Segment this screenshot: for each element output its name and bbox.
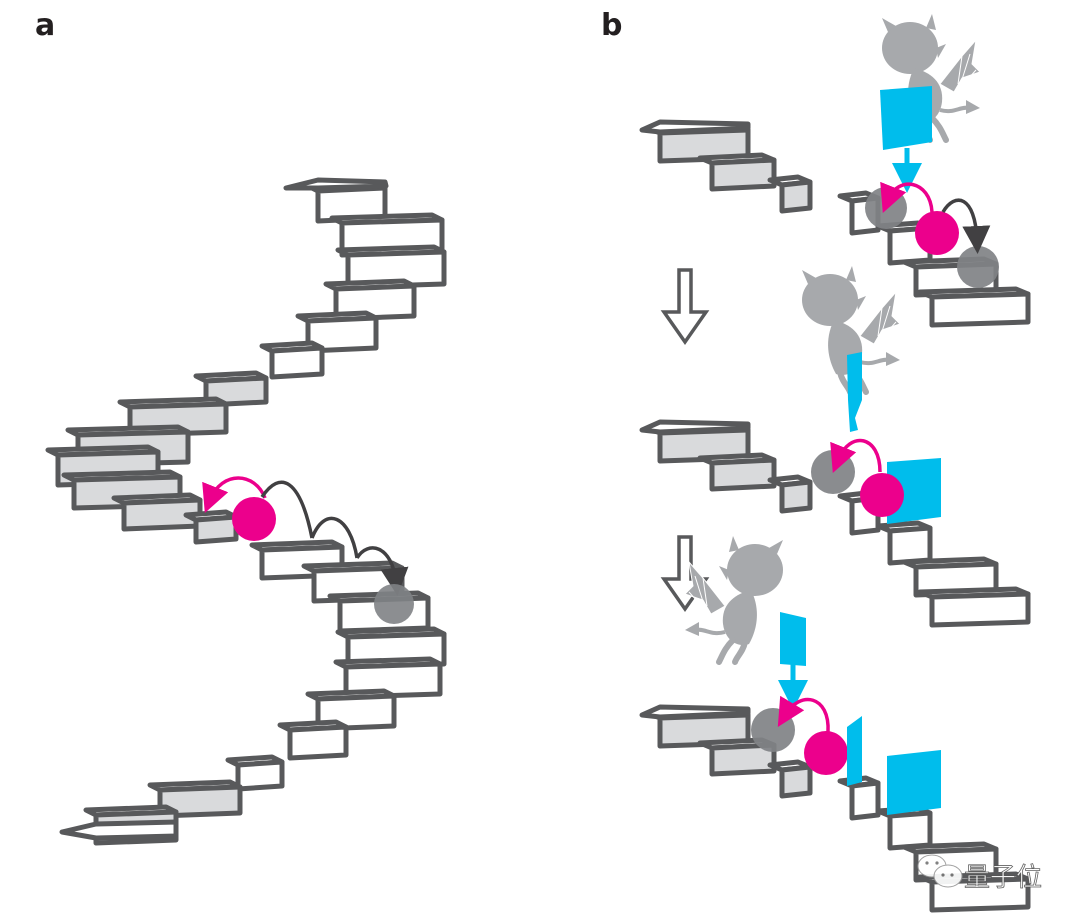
ghost-ball-upper xyxy=(865,187,907,229)
stair-riser xyxy=(779,764,813,799)
stair-landing xyxy=(283,177,389,191)
stair-riser xyxy=(887,525,933,566)
watermark: 量子位 xyxy=(917,854,1042,893)
barrier-plate-held xyxy=(780,612,806,666)
stair-riser xyxy=(709,457,777,492)
stage-3 xyxy=(685,536,941,815)
stair-riser xyxy=(849,780,881,821)
demon-icon xyxy=(685,536,783,662)
stair-riser xyxy=(929,876,1031,913)
stair-riser xyxy=(235,759,285,792)
barrier-plate-placed-1 xyxy=(847,716,862,786)
active-ball xyxy=(232,497,276,541)
stair-riser xyxy=(929,291,1031,328)
panel-b-stage2-staircase xyxy=(639,419,1031,628)
stage-2 xyxy=(802,266,941,524)
stair-riser xyxy=(193,514,239,545)
magenta-jump-arrow xyxy=(880,181,934,213)
magenta-jump-arrow xyxy=(777,695,830,733)
stage-down-arrow-icon xyxy=(660,268,710,346)
stage-1 xyxy=(865,14,999,288)
fall-arc-1 xyxy=(260,480,314,539)
panel-b-stage1-staircase xyxy=(639,119,1031,328)
stair-landing xyxy=(639,119,751,135)
stair-riser xyxy=(287,724,349,761)
barrier-plate-placed xyxy=(887,458,941,524)
panel-b-stage3-staircase xyxy=(639,704,1031,913)
stair-landing xyxy=(59,819,179,841)
panel-label-a: a xyxy=(35,8,55,43)
panel-a-staircase xyxy=(45,177,447,846)
active-ball xyxy=(860,473,904,517)
stair-riser xyxy=(779,179,813,214)
stair-landing xyxy=(639,419,751,435)
stair-riser xyxy=(709,157,777,192)
barrier-plate xyxy=(880,86,932,150)
magenta-jump-arrow xyxy=(830,438,882,473)
magenta-jump-arrow xyxy=(202,476,267,513)
stair-riser xyxy=(343,661,443,700)
watermark-text: 量子位 xyxy=(964,863,1042,893)
stair-riser xyxy=(709,742,777,777)
barrier-plate-placed-2 xyxy=(887,750,941,815)
stair-riser xyxy=(269,345,325,380)
active-ball xyxy=(804,731,848,775)
fall-arc-2 xyxy=(310,516,359,559)
ghost-ball xyxy=(374,584,414,624)
active-ball xyxy=(915,211,959,255)
stair-riser xyxy=(333,283,417,322)
stair-landing xyxy=(639,704,751,720)
ghost-ball xyxy=(811,450,855,494)
ghost-ball-lower xyxy=(957,246,999,288)
fall-arc-3 xyxy=(355,546,409,596)
ghost-ball xyxy=(751,708,795,752)
wechat-icon xyxy=(917,854,963,888)
stair-riser xyxy=(345,249,447,290)
panel-a-jump-arrows xyxy=(202,476,409,596)
barrier-plate-falling xyxy=(847,352,862,432)
stair-riser xyxy=(887,810,933,851)
stair-riser xyxy=(929,591,1031,628)
fall-arrow xyxy=(941,198,991,254)
panel-label-b: b xyxy=(601,8,622,43)
stair-riser xyxy=(779,479,813,514)
